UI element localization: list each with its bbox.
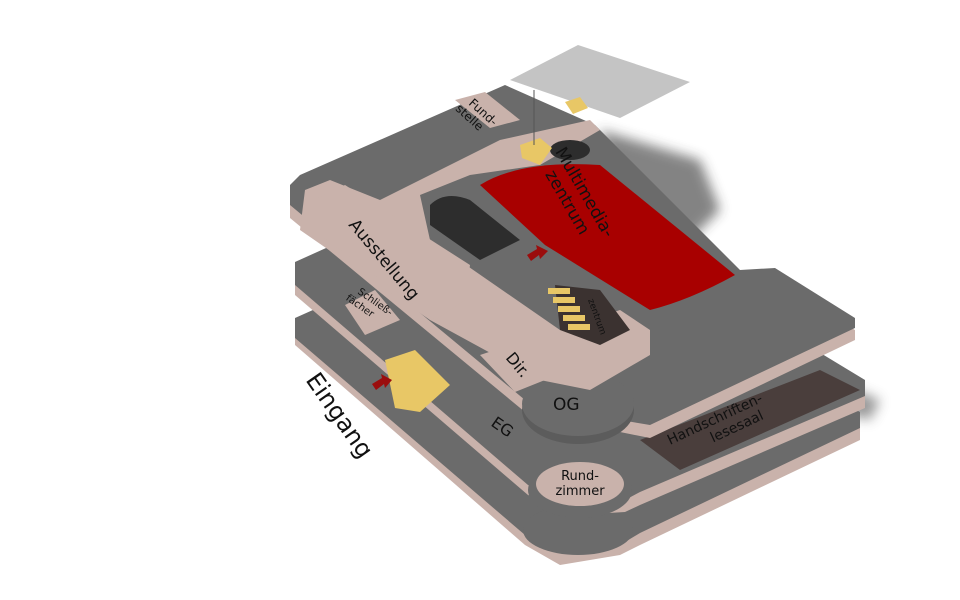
og-slab xyxy=(290,85,855,444)
ausstellung-floor xyxy=(318,185,470,320)
multimedia-zentrum-room[interactable] xyxy=(480,164,735,310)
stairs xyxy=(548,288,590,330)
fundstelle-floor xyxy=(455,92,520,128)
svg-text:Rund-zimmer: Rund-zimmer xyxy=(555,469,605,499)
direktion-floor xyxy=(480,345,545,392)
multimedia-arrow-icon xyxy=(527,245,548,261)
schliessfaecher-floor xyxy=(345,290,400,335)
entrance-arrow-icon xyxy=(372,374,392,390)
label-rundzimmer-1: Rund- xyxy=(561,469,599,484)
entrance-stairs xyxy=(385,350,450,412)
elevator xyxy=(520,138,552,165)
round-void xyxy=(550,140,590,160)
rundzimmer-floor xyxy=(536,462,624,506)
handschriften-room-floor xyxy=(640,370,860,470)
roof-panel xyxy=(510,45,690,118)
atrium-void xyxy=(430,196,520,260)
label-rundzimmer-2: zimmer xyxy=(555,484,605,499)
label-og: OG xyxy=(553,395,580,415)
